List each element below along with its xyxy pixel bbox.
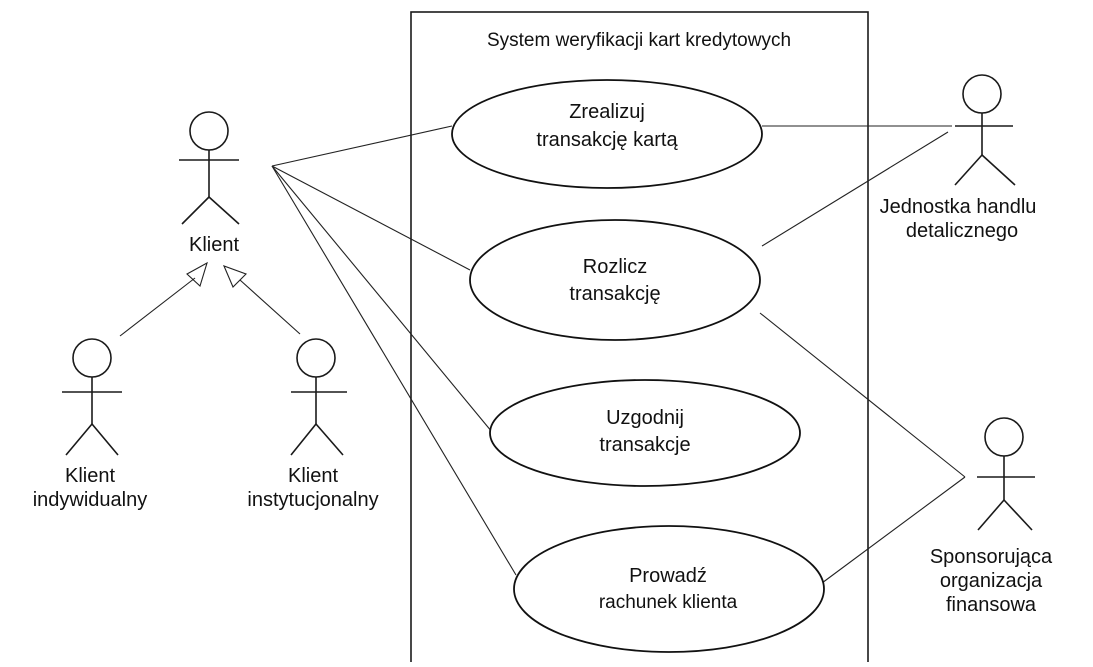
use-case-label-line1: Rozlicz: [583, 256, 647, 278]
generalization-indywidualny-line: [119, 277, 196, 337]
sponsor-associations: [759, 312, 966, 584]
actor-klient-indywidualny: Klient indywidualny: [33, 338, 148, 511]
use-case-account: Prowadź rachunek klienta: [513, 525, 825, 653]
actor-label-line2: indywidualny: [33, 489, 148, 511]
actor-label-line1: Sponsorująca: [930, 546, 1053, 568]
assoc-sponsor-settle: [759, 312, 966, 478]
actor-klient: Klient: [179, 111, 240, 256]
assoc-klient-account: [271, 165, 517, 576]
generalization-arrowhead-instytucjonalny: [222, 265, 247, 288]
actor-label-line3: finansowa: [946, 594, 1037, 616]
actor-head: [189, 111, 229, 151]
actor-right-leg: [208, 196, 240, 225]
use-case-label-line2: transakcję kartą: [536, 129, 678, 151]
assoc-handel-settle: [761, 131, 949, 247]
handel-associations: [761, 125, 952, 247]
use-case-label-line2: transakcje: [599, 434, 690, 456]
use-case-label-line1: Uzgodnij: [606, 407, 684, 429]
assoc-klient-realize: [271, 125, 453, 167]
actor-label-line2: instytucjonalny: [247, 489, 378, 511]
assoc-klient-settle: [271, 165, 471, 271]
use-case-ellipse: [513, 525, 825, 653]
actor-head: [962, 74, 1002, 114]
use-case-realize: Zrealizuj transakcję kartą: [451, 79, 763, 189]
actor-label-line1: Klient: [288, 465, 338, 487]
actor-head: [984, 417, 1024, 457]
generalization-arrowhead-indywidualny: [186, 261, 208, 287]
generalization-instytucjonalny-line: [239, 279, 301, 335]
actor-left-leg: [181, 196, 210, 225]
actor-left-leg: [65, 423, 93, 456]
actor-label-line1: Jednostka handlu: [880, 196, 1037, 218]
actor-head: [296, 338, 336, 378]
use-case-settle: Rozlicz transakcję: [469, 219, 761, 341]
klient-associations: [271, 125, 517, 576]
use-case-reconcile: Uzgodnij transakcje: [489, 379, 801, 487]
actor-left-leg: [977, 499, 1005, 531]
actor-left-leg: [954, 154, 983, 186]
assoc-klient-reconcile: [271, 165, 493, 433]
actor-klient-instytucjonalny: Klient instytucjonalny: [247, 338, 379, 511]
generalizations: [119, 261, 301, 337]
actor-label-line1: Klient: [189, 234, 239, 256]
actor-label-line1: Klient: [65, 465, 115, 487]
actor-jednostka-handlu: Jednostka handlu detalicznego: [880, 74, 1037, 242]
actor-sponsorujaca-organizacja: Sponsorująca organizacja finansowa: [930, 417, 1053, 616]
actor-right-leg: [1003, 499, 1033, 531]
assoc-sponsor-account: [821, 476, 966, 584]
system-title: System weryfikacji kart kredytowych: [487, 30, 791, 51]
use-case-ellipse: [469, 219, 761, 341]
actor-right-leg: [315, 423, 344, 456]
use-case-label-line1: Prowadź: [629, 565, 707, 587]
actor-left-leg: [290, 423, 317, 456]
use-case-label-line2: transakcję: [569, 283, 660, 305]
actor-label-line2: organizacja: [940, 570, 1043, 592]
use-case-label-line2: rachunek klienta: [599, 592, 738, 613]
actor-head: [72, 338, 112, 378]
actor-right-leg: [91, 423, 119, 456]
use-case-ellipse: [489, 379, 801, 487]
use-case-label-line1: Zrealizuj: [569, 101, 645, 123]
actor-label-line2: detalicznego: [906, 220, 1018, 242]
actor-right-leg: [981, 154, 1016, 186]
use-case-ellipse: [451, 79, 763, 189]
system-boundary: [410, 11, 869, 667]
